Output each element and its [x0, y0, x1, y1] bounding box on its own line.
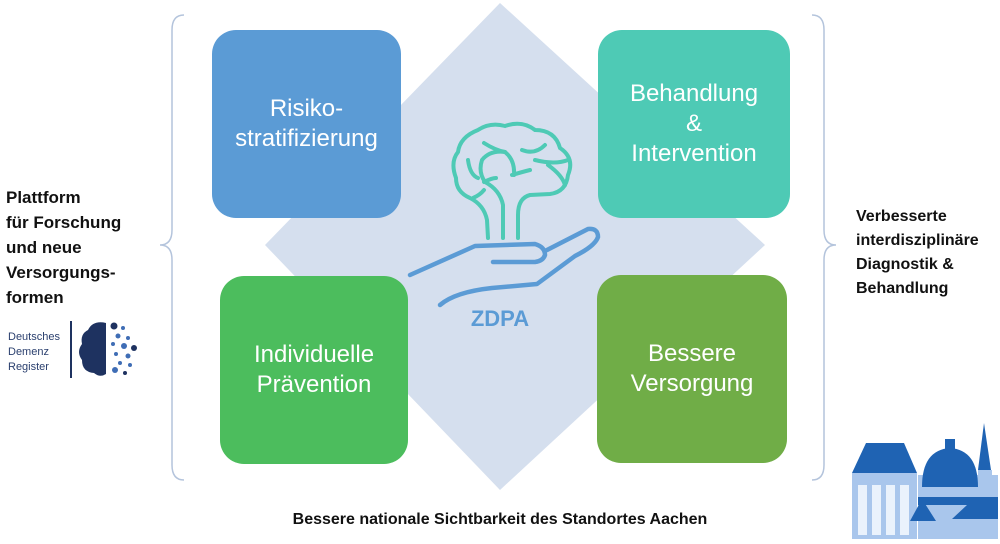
- right-brace: [811, 14, 837, 481]
- box-treatment-intervention: Behandlung & Intervention: [598, 30, 790, 218]
- dementia-register-logo: [70, 321, 137, 378]
- logo-text: Deutsches Demenz Register: [8, 331, 60, 373]
- aachen-cathedral-icon: [852, 423, 998, 539]
- center-label: ZDPA: [470, 306, 530, 331]
- right-text: Verbesserte interdisziplinäre Diagnostik…: [856, 208, 979, 297]
- box-individual-prevention: Individuelle Prävention: [220, 276, 408, 464]
- box-better-care: Bessere Versorgung: [597, 275, 787, 463]
- brain-icon: [451, 121, 573, 240]
- left-text: Plattform für Forschung und neue Versorg…: [6, 188, 122, 307]
- hand-icon: [407, 226, 601, 308]
- box-risk-stratification: Risiko- stratifizierung: [212, 30, 401, 218]
- left-brace: [159, 14, 185, 481]
- bottom-text: Bessere nationale Sichtbarkeit des Stand…: [292, 511, 708, 528]
